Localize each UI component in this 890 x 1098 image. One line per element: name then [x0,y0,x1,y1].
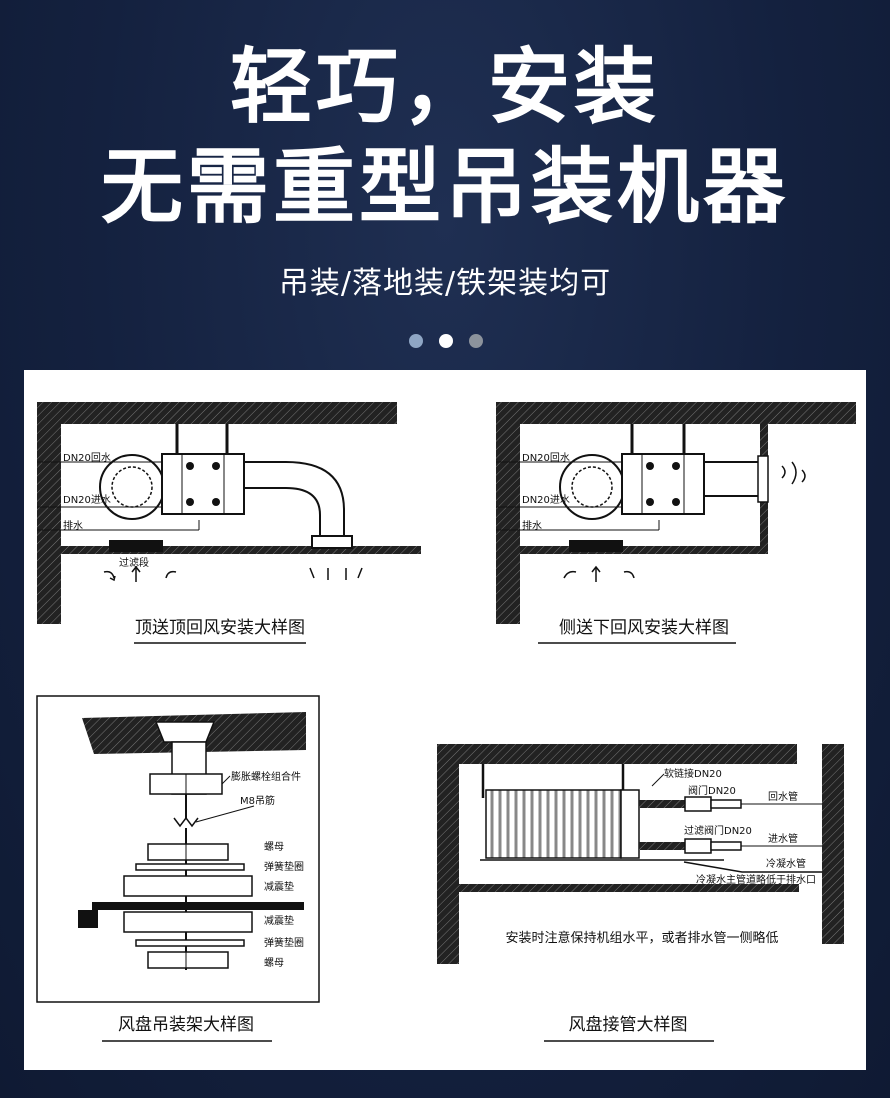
wall [496,424,520,624]
carousel-dot-3[interactable] [469,334,483,348]
fan-coil-unit [161,453,245,515]
label-bolt: 膨胀螺栓组合件 [231,770,301,783]
false-ceiling [520,546,768,554]
carousel-dot-1[interactable] [409,334,423,348]
ceiling-slab [437,744,797,764]
damper-pad-top [123,875,253,897]
label-return-pipe: 回水管 [768,790,798,803]
label-rod: M8吊筋 [240,794,275,807]
carousel-indicator [409,334,483,348]
label-filter: 过滤段 [119,556,149,569]
fan-coil-unit [621,453,705,515]
soft-joint-return [639,800,685,808]
side-supply-duct [703,461,761,497]
fan-coil-coil [485,789,622,859]
label-soft-joint: 软链接DN20 [664,767,722,780]
install-note: 安装时注意保持机组水平，或者排水管一侧略低 [505,930,778,946]
label-condensate-pipe: 冷凝水管 [766,857,806,870]
headline-line-1: 轻巧，安装 [229,40,660,135]
label-nut-bottom: 螺母 [264,957,284,969]
bracket-beam [78,902,304,928]
false-ceiling [61,546,421,554]
label-supply-water: DN20进水 [63,494,111,506]
diagram-top-left: DN20回水 DN20进水 排水 过滤段 顶送顶回风安装大样图 [37,402,421,644]
headline-line-2: 无需重型吊装机器 [100,140,789,235]
label-drain: 排水 [63,519,83,532]
fan-housing-icon [559,454,625,520]
label-return-water: DN20回水 [522,452,570,464]
label-valve: 阀门DN20 [688,784,736,797]
soft-joint-supply [639,842,685,850]
nut-bottom [147,951,229,969]
side-grille [757,455,769,503]
caption-top-left: 顶送顶回风安装大样图 [135,618,305,638]
supply-diffuser [311,535,353,549]
wall-right [822,744,844,944]
label-supply-pipe: 进水管 [768,832,798,845]
diagram-bottom-right: 软链接DN20 阀门DN20 回水管 过滤阀门DN20 进水管 冷凝水管 冷凝水… [437,744,844,1042]
spring-washer-bottom [135,939,245,947]
caption-top-right: 侧送下回风安装大样图 [559,618,729,638]
wall-left [437,764,459,964]
label-return-water: DN20回水 [63,452,111,464]
installation-diagrams: DN20回水 DN20进水 排水 过滤段 顶送顶回风安装大样图 DN2 [36,402,856,1042]
label-washer-bottom: 弹簧垫圈 [264,936,304,949]
supply-duct [243,461,345,539]
return-filter [569,540,623,552]
diagram-bottom-left: 膨胀螺栓组合件 M8吊筋 螺母 弹簧垫圈 减震垫 减震垫 弹簧垫圈 螺母 风盘吊… [36,695,320,1042]
label-drain: 排水 [522,519,542,532]
valve-icon [684,796,712,812]
spring-washer-top [135,863,245,871]
label-washer-top: 弹簧垫圈 [264,860,304,873]
carousel-dot-2[interactable] [439,334,453,348]
wall [37,424,61,624]
return-filter [109,540,163,552]
headline-subtitle: 吊装/落地装/铁架装均可 [278,266,612,301]
label-damper-bottom: 减震垫 [264,914,294,927]
fan-housing-icon [99,454,165,520]
ceiling-slab [37,402,397,424]
caption-bottom-right: 风盘接管大样图 [569,1015,688,1035]
ceiling-slab [496,402,856,424]
damper-pad-bottom [123,911,253,933]
label-damper-top: 减震垫 [264,880,294,893]
diagram-top-right: DN20回水 DN20进水 排水 侧送下回风安装大样图 [496,402,856,644]
label-nut-top: 螺母 [264,841,284,853]
diagram-panel: DN20回水 DN20进水 排水 过滤段 顶送顶回风安装大样图 DN2 [24,370,866,1070]
anchor-bolt [154,721,216,743]
label-filter-valve: 过滤阀门DN20 [684,824,752,837]
filter-valve-icon [684,838,712,854]
false-ceiling [459,884,799,892]
caption-bottom-left: 风盘吊装架大样图 [118,1015,254,1035]
nut-top [147,843,229,861]
label-condensate-note: 冷凝水主管道略低于排水口 [696,873,816,886]
label-supply-water: DN20进水 [522,494,570,506]
